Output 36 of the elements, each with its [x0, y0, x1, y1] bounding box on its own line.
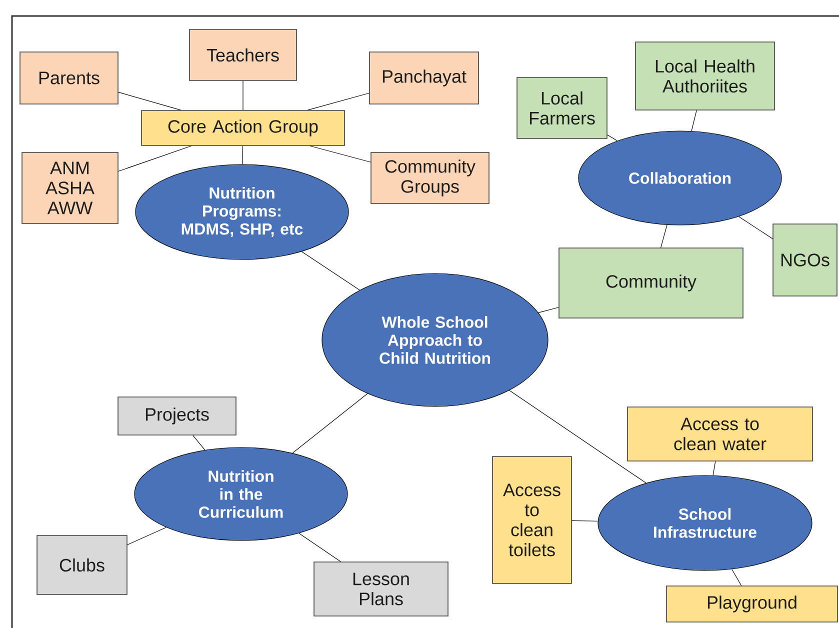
- connector-line: [712, 461, 716, 476]
- connector-line: [660, 224, 668, 248]
- connector-line: [242, 80, 244, 110]
- connector-line: [192, 435, 206, 450]
- label-box: Panchayat: [369, 52, 479, 104]
- label-box: Playground: [666, 586, 838, 622]
- connector-line: [607, 134, 618, 142]
- label-box: Local Health Authoriites: [635, 42, 775, 110]
- connector-line: [538, 307, 559, 313]
- label-box: Clubs: [36, 535, 128, 595]
- label-box: Community: [558, 248, 744, 318]
- connector-line: [127, 527, 166, 546]
- connector-line: [738, 216, 773, 240]
- label-box: NGOs: [772, 224, 838, 296]
- connector-line: [691, 110, 697, 132]
- connector-line: [509, 390, 646, 484]
- label-box: Core Action Group: [141, 110, 345, 146]
- label-box: ANM ASHA AWW: [22, 152, 118, 224]
- connector-line: [572, 520, 598, 522]
- label-box: Lesson Plans: [314, 562, 448, 616]
- label-box: Parents: [20, 52, 118, 104]
- connector-line: [307, 92, 370, 110]
- connector-line: [242, 146, 244, 164]
- label-box: Teachers: [189, 29, 297, 81]
- connector-line: [301, 251, 360, 290]
- label-box: Community Groups: [370, 152, 490, 204]
- connector-line: [118, 92, 182, 110]
- connector-line: [118, 146, 192, 172]
- connector-line: [310, 146, 371, 162]
- label-box: Projects: [118, 396, 236, 436]
- connector-line: [292, 393, 368, 454]
- connector-line: [732, 568, 742, 586]
- label-box: Access to clean toilets: [492, 456, 572, 584]
- label-box: Local Farmers: [516, 77, 608, 139]
- connector-line: [298, 533, 341, 562]
- label-box: Access to clean water: [627, 406, 813, 462]
